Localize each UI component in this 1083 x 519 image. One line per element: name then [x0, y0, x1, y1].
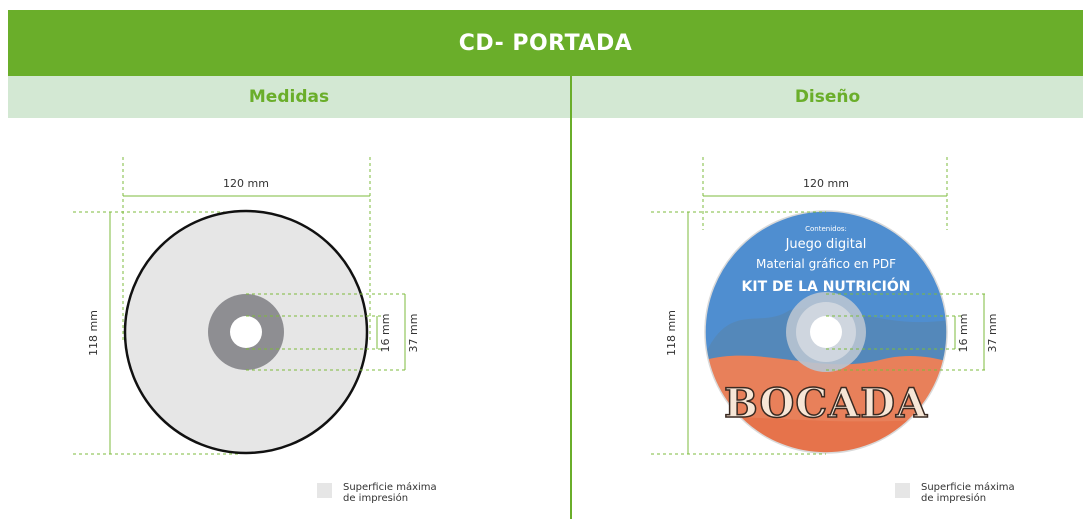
center-area-label: 37 mm	[407, 314, 420, 353]
center-area-label-design: 37 mm	[986, 314, 999, 353]
print-area-swatch-design	[895, 483, 910, 498]
cd-brand-logo: BOCADA	[724, 380, 928, 427]
legend-line-2: de impresión	[343, 493, 409, 504]
print-area-legend-design: Superficie máxima de impresión	[921, 482, 1031, 504]
print-area-legend: Superficie máxima de impresión	[343, 482, 453, 504]
cd-contents-label: Contenidos:	[805, 225, 847, 233]
cd-kit-title: KIT DE LA NUTRICIÓN	[742, 277, 911, 295]
height-label-design: 118 mm	[665, 310, 678, 356]
legend-line-1-design: Superficie máxima	[921, 482, 1015, 493]
diseno-header: Diseño	[572, 76, 1083, 118]
cd-line-2: Material gráfico en PDF	[756, 257, 896, 271]
diseno-title: Diseño	[794, 87, 861, 107]
page-banner: CD- PORTADA	[8, 10, 1083, 76]
dimension-lines-right	[687, 195, 985, 454]
print-area-swatch	[317, 483, 332, 498]
dimension-guides-right	[651, 157, 985, 455]
medidas-title: Medidas	[248, 87, 330, 107]
inner-hole-label-design: 16 mm	[957, 314, 970, 353]
legend-line-1: Superficie máxima	[343, 482, 437, 493]
height-label: 118 mm	[87, 310, 100, 356]
cd-hole	[230, 316, 262, 348]
width-label-design: 120 mm	[803, 177, 849, 190]
legend-line-2-design: de impresión	[921, 493, 987, 504]
page-title: CD- PORTADA	[458, 30, 633, 56]
medidas-header: Medidas	[8, 76, 570, 118]
dimension-guides-left	[246, 293, 406, 371]
inner-hole-label: 16 mm	[379, 314, 392, 353]
design-cd	[704, 210, 948, 454]
column-divider	[570, 76, 572, 519]
dimension-lines-left	[109, 195, 406, 454]
width-label: 120 mm	[223, 177, 269, 190]
cd-line-1: Juego digital	[785, 237, 867, 252]
